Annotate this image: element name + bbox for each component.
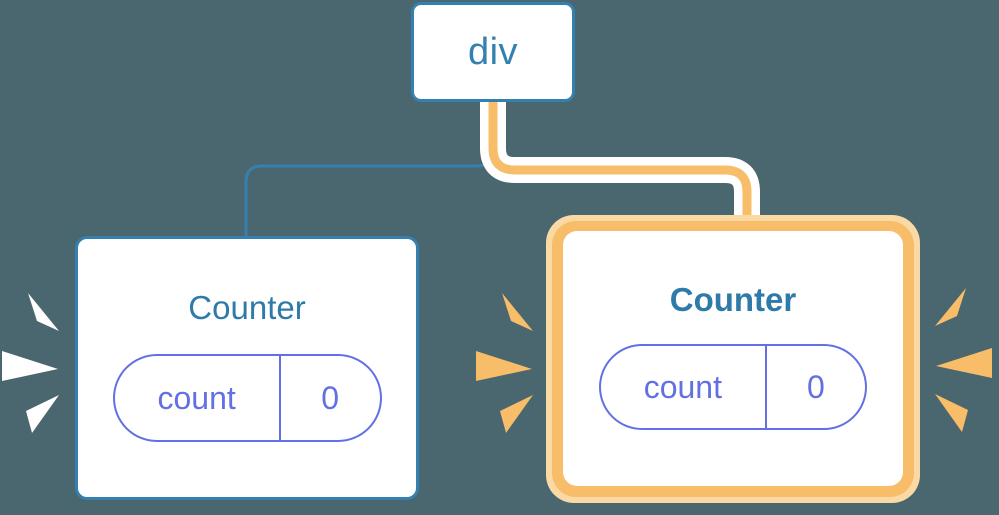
- sparkle-mid-orange: [476, 293, 533, 433]
- node-div-label: div: [467, 31, 519, 73]
- node-counter-right-title: Counter: [669, 281, 797, 318]
- state-key-left: count: [157, 380, 236, 416]
- sparkle-right-orange: [935, 288, 992, 432]
- node-counter-right[interactable]: Counter count 0: [563, 231, 903, 486]
- edge-div-to-counter-left: [244, 102, 495, 237]
- state-value-right: 0: [764, 346, 865, 428]
- state-pill-left[interactable]: count 0: [112, 354, 382, 442]
- node-counter-left-title: Counter: [188, 289, 306, 326]
- sparkle-left-white: [2, 293, 59, 433]
- state-value-left: 0: [278, 356, 380, 440]
- node-div[interactable]: div: [411, 2, 575, 102]
- state-pill-right[interactable]: count 0: [599, 344, 867, 430]
- state-key-right: count: [643, 369, 722, 405]
- node-counter-left[interactable]: Counter count 0: [75, 236, 419, 500]
